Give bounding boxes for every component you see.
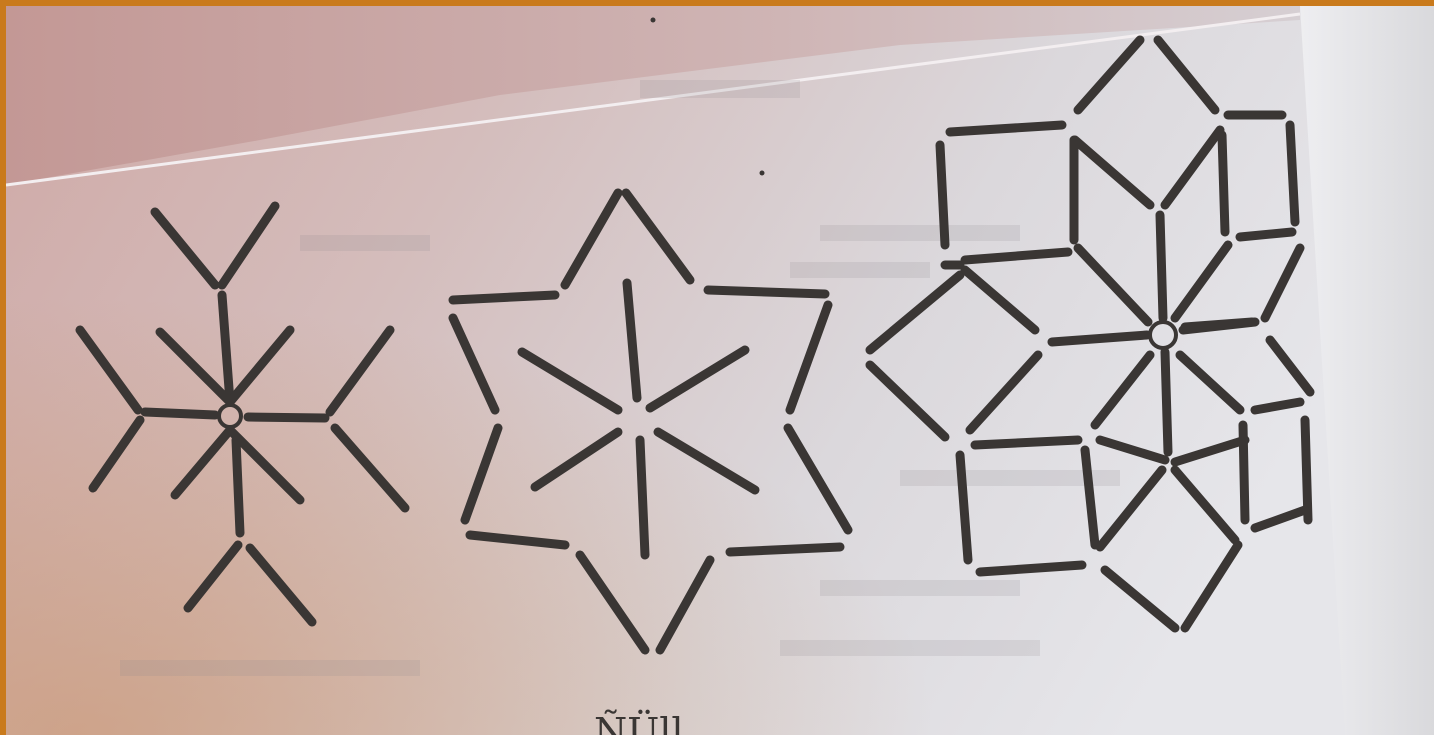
caption-fragment: ÑÜll...	[594, 710, 720, 735]
flower-stick	[1240, 232, 1292, 237]
snowflake-stick	[248, 417, 325, 418]
star-stick	[453, 295, 555, 300]
flower-stick	[1160, 215, 1163, 318]
flower-stick	[940, 145, 945, 245]
flower-stick	[1222, 135, 1225, 232]
flower-stick	[975, 440, 1078, 445]
dot	[651, 18, 656, 23]
snowflake-stick	[236, 440, 240, 533]
flower-stick	[1165, 352, 1168, 452]
scene-svg: ÑÜll...	[6, 6, 1434, 735]
flower-stick	[1305, 420, 1308, 520]
book-page-photo: ÑÜll...	[6, 6, 1434, 735]
flower-stick	[1290, 125, 1295, 222]
star-stick	[708, 290, 825, 294]
dot	[760, 171, 765, 176]
star-stick	[640, 440, 645, 555]
star-stick	[730, 547, 840, 552]
snowflake-stick	[145, 412, 215, 415]
